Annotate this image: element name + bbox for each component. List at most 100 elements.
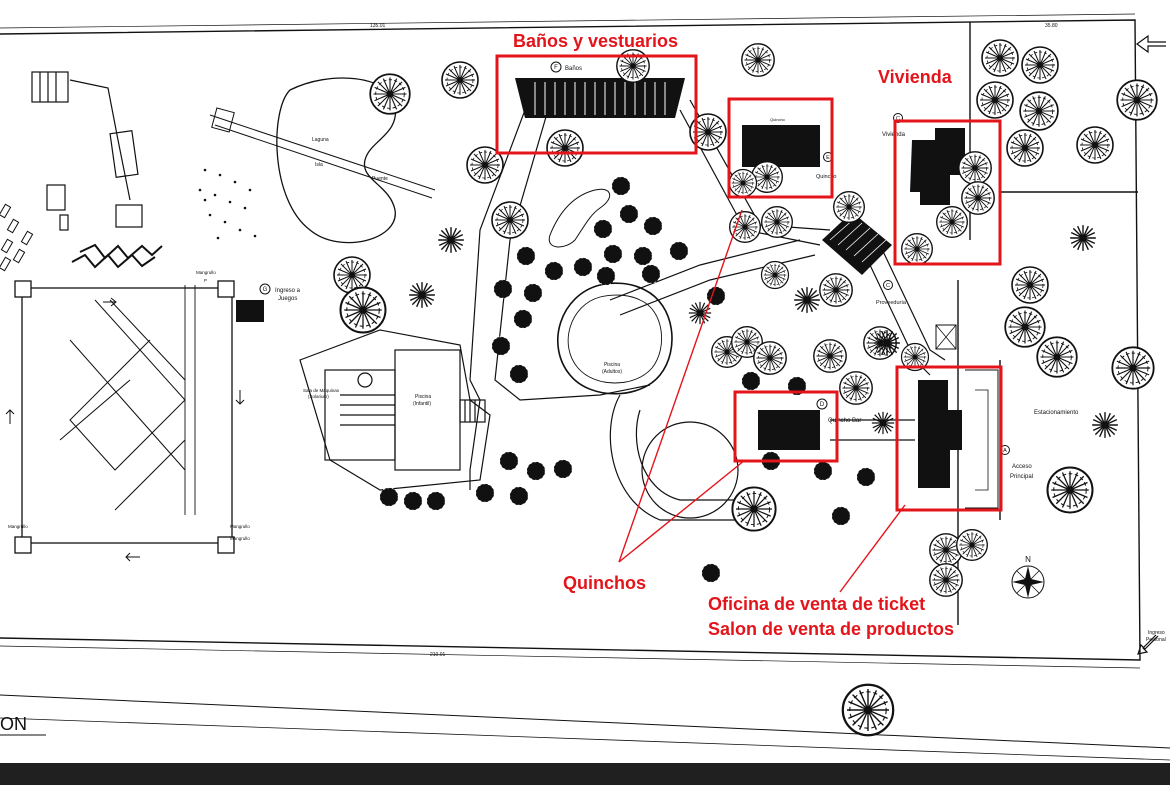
site-boundary (0, 13, 1170, 761)
bush-icon (573, 257, 593, 277)
tree-icon (491, 201, 529, 239)
bush-icon (701, 563, 721, 583)
bush-icon (516, 246, 536, 266)
pool-center-label-2: (Adultos) (602, 369, 622, 375)
play-equipment (31, 71, 163, 269)
bush-icon (513, 309, 533, 329)
acceso-label-1: Acceso (1012, 464, 1032, 470)
dim-bottom: 210.01 (430, 652, 446, 658)
bush-icon (491, 336, 511, 356)
proveeduria-plan-label: Proveeduría (876, 300, 907, 306)
bush-icon (523, 283, 543, 303)
sala-maquinas-label-2: (Solarium) (308, 394, 329, 399)
banos-plan-label: Baños (565, 66, 582, 72)
isla-label: Isla (315, 162, 323, 168)
quincho-top-letter: E (826, 155, 830, 161)
quincho-top-plan-label: Quincho (816, 174, 837, 180)
palm-icon (1091, 411, 1119, 439)
bush-icon (379, 487, 399, 507)
bush-icon (499, 451, 519, 471)
bush-icon (593, 219, 613, 239)
building-oficina: A Acceso Principal (918, 369, 1033, 509)
quincho-bar-plan-label: Quincho Bar (828, 418, 861, 424)
tree-icon (1006, 129, 1044, 167)
bush-icon (509, 486, 529, 506)
bush-icon (509, 364, 529, 384)
box-oficina (895, 365, 1003, 512)
tree-icon (901, 233, 933, 265)
tree-icon (1111, 346, 1155, 390)
ingreso-juegos: G Ingreso a Juegos (236, 283, 301, 322)
building-quincho-top: E Quincho Quincho (742, 117, 837, 180)
bush-icon (813, 461, 833, 481)
mangrullo-label-1: Mangrullo (196, 270, 216, 275)
round-lawn (641, 421, 739, 519)
mangrullo-label-2: Mangrullo (8, 524, 28, 529)
ingreso-peatonal-label-1: Ingreso (1148, 630, 1165, 636)
bush-icon (553, 459, 573, 479)
palm-icon (793, 286, 821, 314)
pool-adultos: Piscina (Adultos) (556, 282, 673, 395)
tree-icon (839, 371, 873, 405)
annotation-salon: Salon de venta de productos (708, 619, 955, 639)
palm-icon (688, 301, 712, 325)
mangrullo-p: P (204, 278, 207, 283)
annotation-leaders (618, 209, 906, 593)
tree-icon (981, 39, 1019, 77)
tree-icon (761, 206, 793, 238)
tree-icon (958, 151, 992, 185)
tree-icon (1076, 126, 1114, 164)
pool-left-label-2: (Infantil) (413, 401, 431, 407)
tree-icon (813, 339, 847, 373)
annotation-oficina: Oficina de venta de ticket (708, 594, 926, 614)
quincho-top-inner-label: Quincho (770, 117, 786, 122)
proveeduria-letter: C (886, 283, 890, 289)
palm-icon (873, 329, 901, 357)
entry-arrows (1135, 34, 1166, 655)
bush-icon (526, 461, 546, 481)
box-quincho-bar (733, 390, 839, 463)
tree-icon (1046, 466, 1094, 514)
annotation-quinchos: Quinchos (563, 573, 647, 593)
tree-icon (1019, 91, 1059, 131)
pool-complex (299, 329, 491, 491)
tree-icon (1036, 336, 1078, 378)
stepping-stones (198, 168, 257, 240)
mangrullo-label-4: Mangrullo (230, 536, 250, 541)
tree-icon (961, 181, 995, 215)
ingreso-peatonal-label-2: Peatonal (1146, 637, 1166, 643)
tree-icon (936, 206, 968, 238)
tree-icon (1021, 46, 1059, 84)
dim-top-left: 135.01 (370, 23, 386, 29)
bush-icon (831, 506, 851, 526)
annotation-banos: Baños y vestuarios (513, 31, 679, 51)
tree-icon (1116, 79, 1158, 121)
tree-icon (728, 168, 758, 198)
bush-icon (641, 264, 661, 284)
tree-icon (369, 73, 411, 115)
north-compass-icon: N (1011, 555, 1045, 599)
ingreso-letter: G (263, 287, 268, 293)
tree-icon (441, 61, 479, 99)
bush-icon (603, 244, 623, 264)
bush-icon (544, 261, 564, 281)
building-quincho-bar: D Quincho Bar (758, 398, 861, 450)
tree-icon (976, 81, 1014, 119)
bush-icon (493, 279, 513, 299)
bush-icon (856, 467, 876, 487)
annotation-boxes (495, 54, 1003, 512)
box-banos (495, 54, 698, 155)
mangrullo-label-3: Mangrullo (230, 524, 250, 529)
tree-icon (731, 486, 777, 532)
laguna-label: Laguna (312, 137, 329, 143)
playground (5, 280, 245, 562)
ingreso-label-1: Ingreso a (275, 288, 301, 294)
estacionamiento-label: Estacionamiento (1034, 410, 1079, 416)
tree-icon (1011, 266, 1049, 304)
bush-icon (596, 266, 616, 286)
tree-icon (339, 286, 387, 334)
bush-icon (741, 371, 761, 391)
bench-group (0, 203, 34, 272)
bush-icon (475, 483, 495, 503)
tree-icon (760, 260, 790, 290)
